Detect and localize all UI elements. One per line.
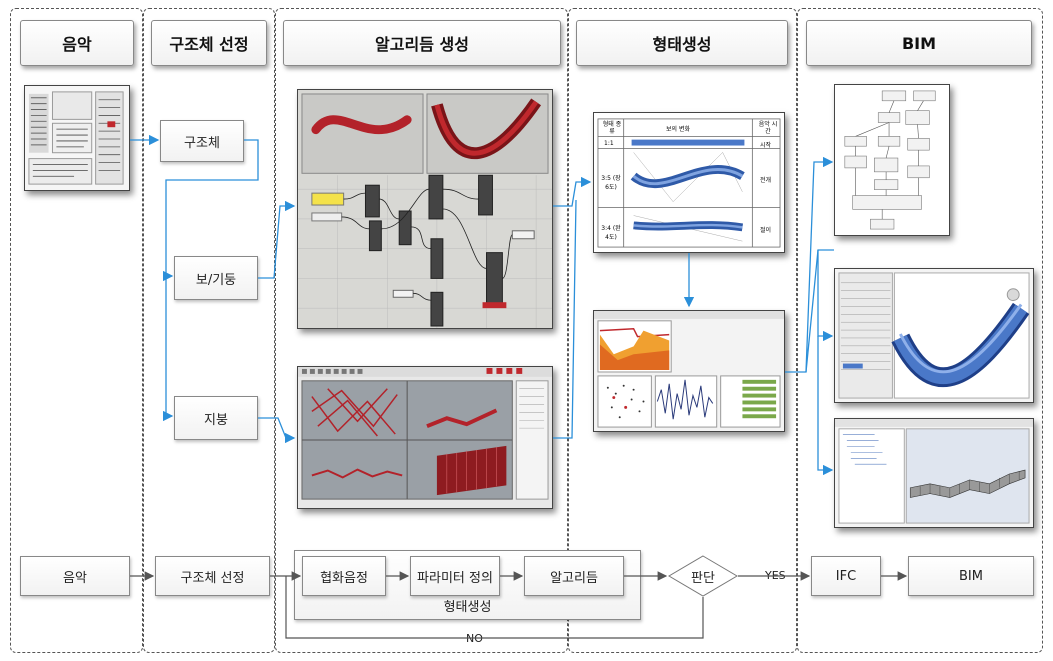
flow-music: 음악: [20, 556, 130, 596]
table-row-2-time: 전개: [760, 177, 772, 184]
lane-header-form: 형태생성: [576, 20, 788, 66]
table-row-2-ratio: 3:5 (장6도): [601, 175, 621, 191]
decision-label: 판단: [691, 570, 715, 586]
structure-option-structure: 구조체: [160, 120, 244, 162]
no-label: NO: [463, 632, 486, 645]
structure-option-roof: 지붕: [174, 396, 258, 440]
yes-label: YES: [762, 569, 789, 582]
music-score-image: [24, 85, 130, 191]
lane-header-algorithm: 알고리듬 생성: [283, 20, 561, 66]
table-header-shape: 형태 종류: [602, 121, 622, 135]
lane-structure: [143, 8, 275, 653]
decision-diamond: 판단: [668, 555, 738, 597]
flow-parameter-definition: 파라미터 정의: [410, 556, 500, 596]
flow-structure-selection: 구조체 선정: [155, 556, 270, 596]
table-row-1-time: 시작: [760, 142, 772, 149]
lane-header-structure: 구조체 선정: [151, 20, 267, 66]
flow-harmony: 협화음정: [302, 556, 386, 596]
bim-model-image: [834, 268, 1034, 403]
table-header-beam: 보의 변화: [666, 126, 690, 133]
lane-header-bim: BIM: [806, 20, 1032, 66]
flow-algorithm: 알고리듬: [524, 556, 624, 596]
table-header-time: 음악 시간: [758, 121, 778, 135]
grasshopper-definition-image: [297, 89, 553, 329]
ifc-flowchart-image: [834, 84, 950, 236]
lane-music: [10, 8, 143, 653]
table-row-1-ratio: 1:1: [604, 140, 614, 147]
flow-bim: BIM: [908, 556, 1034, 596]
sound-analysis-image: [593, 310, 785, 432]
structure-option-beam-column: 보/기둥: [174, 256, 258, 300]
form-generation-group-label: 형태생성: [443, 600, 492, 615]
table-row-3-ratio: 3:4 (완4도): [601, 225, 621, 241]
rhino-roof-image: [297, 366, 553, 509]
flow-ifc: IFC: [811, 556, 881, 596]
lane-header-music: 음악: [20, 20, 134, 66]
beam-variation-table-image: 형태 종류 보의 변화 음악 시간 1:1 시작 3:5 (장6도) 전개 3:…: [593, 112, 785, 253]
table-row-3-time: 절이: [760, 227, 772, 234]
ifc-viewer-image: [834, 418, 1034, 528]
